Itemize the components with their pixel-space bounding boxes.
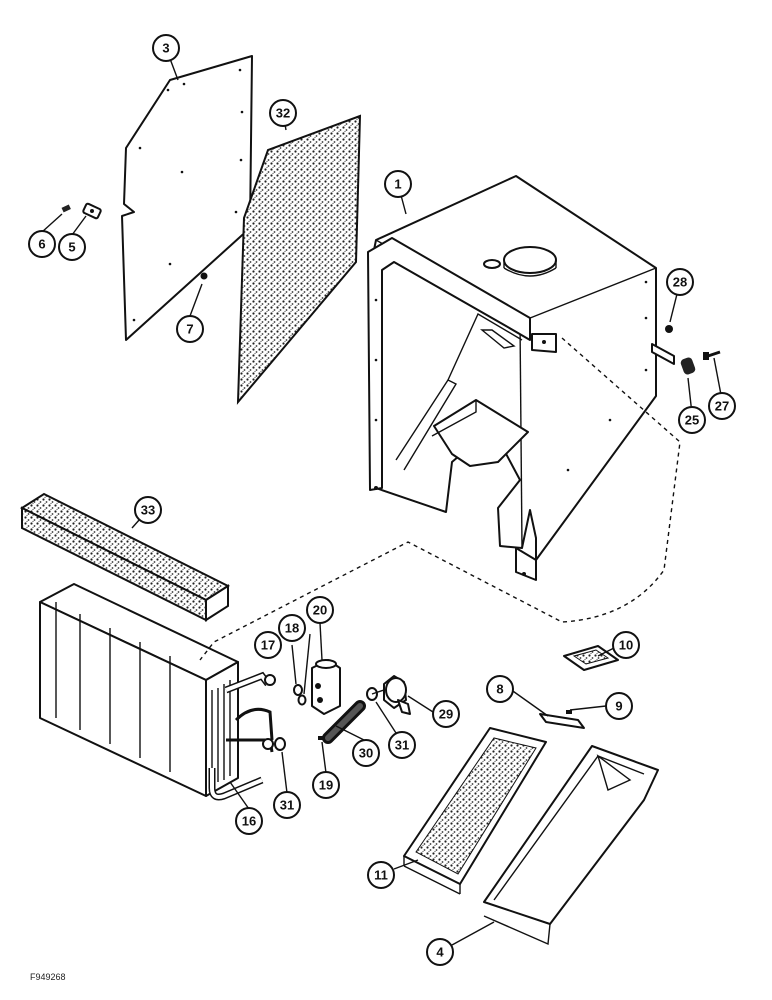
callout-29: 29 — [432, 700, 460, 728]
callout-32: 32 — [269, 99, 297, 127]
o-ring-part-18 — [297, 694, 307, 706]
svg-text:4: 4 — [436, 945, 444, 960]
svg-text:33: 33 — [141, 503, 155, 518]
leader-lines — [41, 47, 723, 946]
svg-text:20: 20 — [313, 603, 327, 618]
bracket-part-8 — [539, 713, 585, 729]
svg-text:8: 8 — [496, 682, 503, 697]
svg-text:5: 5 — [68, 240, 75, 255]
callout-7: 7 — [176, 315, 204, 343]
svg-text:29: 29 — [439, 707, 453, 722]
svg-text:18: 18 — [285, 621, 299, 636]
callout-19: 19 — [312, 771, 340, 799]
svg-text:17: 17 — [261, 638, 275, 653]
callout-10: 10 — [612, 631, 640, 659]
svg-text:28: 28 — [673, 275, 687, 290]
callout-18: 18 — [278, 614, 306, 642]
svg-text:19: 19 — [319, 778, 333, 793]
callout-1: 1 — [384, 170, 412, 198]
foam-strip-part-33 — [19, 492, 231, 622]
svg-text:1: 1 — [394, 177, 401, 192]
filter-tray-part-11 — [403, 727, 547, 895]
screw-part-27 — [703, 350, 721, 360]
callout-9: 9 — [605, 692, 633, 720]
screw-part-9 — [566, 710, 572, 714]
tube-part-30 — [322, 700, 366, 744]
svg-text:7: 7 — [186, 322, 193, 337]
svg-text:10: 10 — [619, 638, 633, 653]
svg-text:25: 25 — [685, 413, 699, 428]
figure-id: F949268 — [30, 972, 66, 982]
fitting-part-19 — [318, 736, 324, 740]
svg-text:32: 32 — [276, 106, 290, 121]
callout-20: 20 — [306, 596, 334, 624]
callout-8: 8 — [486, 675, 514, 703]
expansion-valve-part-20 — [311, 659, 341, 715]
evaporator-core-part-16 — [39, 583, 276, 801]
svg-text:9: 9 — [615, 699, 622, 714]
o-ring-part-17 — [293, 684, 303, 696]
callout-11: 11 — [367, 861, 395, 889]
callout-31-lower: 31 — [273, 791, 301, 819]
callout-25: 25 — [678, 406, 706, 434]
callout-28: 28 — [666, 268, 694, 296]
callout-33: 33 — [134, 496, 162, 524]
panel-part-3 — [121, 55, 253, 341]
callout-5: 5 — [58, 233, 86, 261]
callout-17: 17 — [254, 631, 282, 659]
drain-pan-part-4 — [483, 745, 659, 946]
callout-4: 4 — [426, 938, 454, 966]
svg-text:27: 27 — [715, 399, 729, 414]
callout-3: 3 — [152, 34, 180, 62]
screw-part-6 — [61, 204, 71, 213]
svg-text:11: 11 — [374, 868, 388, 883]
svg-text:31: 31 — [280, 798, 294, 813]
svg-text:6: 6 — [38, 237, 45, 252]
svg-text:31: 31 — [395, 738, 409, 753]
callout-6: 6 — [28, 230, 56, 258]
svg-text:30: 30 — [359, 746, 373, 761]
nut-part-31-lower — [274, 737, 286, 751]
fastener-part-7 — [200, 272, 208, 280]
clip-part-28 — [651, 325, 675, 365]
thermostat-switch-part-29 — [371, 675, 411, 715]
callout-16: 16 — [235, 807, 263, 835]
svg-text:16: 16 — [242, 814, 256, 829]
svg-text:3: 3 — [162, 41, 169, 56]
callout-31-upper: 31 — [388, 731, 416, 759]
clamp-part-25 — [680, 357, 696, 375]
foam-filter-part-32 — [236, 114, 362, 405]
callout-30: 30 — [352, 739, 380, 767]
housing-part-1 — [367, 175, 657, 581]
callout-27: 27 — [708, 392, 736, 420]
latch-part-5 — [82, 202, 102, 220]
